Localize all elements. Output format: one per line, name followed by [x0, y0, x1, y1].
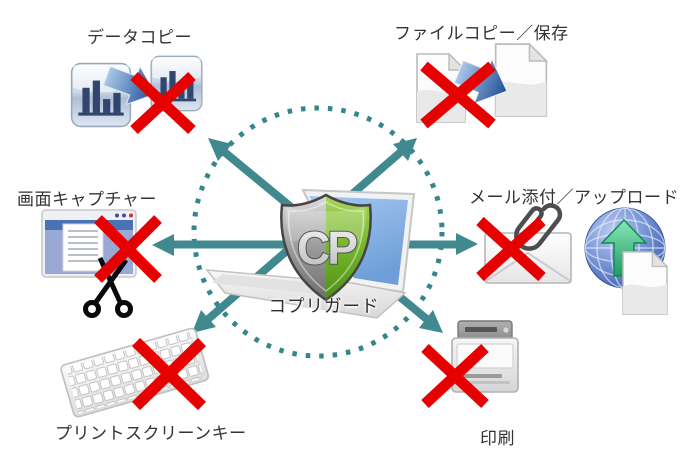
shield-inner-border — [287, 201, 365, 292]
feature-label-print-screen-key: プリントスクリーンキー — [55, 424, 247, 443]
upload-document-icon — [622, 250, 669, 315]
blocked-x-icon-print-screen — [131, 337, 207, 411]
laptop-keyboard-area — [212, 274, 340, 295]
shield-outline — [280, 193, 372, 302]
shield-right-half — [326, 195, 371, 300]
copy-guard-shield-icon: CP — [280, 193, 372, 302]
arrowhead-northwest — [208, 138, 232, 161]
protection-dotted-circle — [191, 105, 445, 359]
arrowhead-northeast — [393, 138, 417, 161]
feature-label-mail-attach-upload: メール添付／アップロード — [469, 188, 679, 207]
shield-gloss — [285, 207, 367, 242]
product-name-label: コプリガード — [268, 296, 380, 316]
shield-left-half — [281, 195, 326, 300]
blocked-x-icon-data-copy — [130, 71, 196, 135]
captured-document — [62, 223, 104, 272]
arrowhead-east — [456, 233, 478, 255]
document-icon-target — [494, 43, 548, 117]
blocked-x-icon-print — [421, 343, 489, 409]
shield-logo-text: CP — [297, 222, 357, 274]
arrowhead-southeast — [419, 310, 443, 333]
arrowhead-southwest — [192, 310, 216, 333]
blocked-x-icon-screen-capture — [94, 215, 162, 283]
feature-label-screen-capture: 画面キャプチャー — [17, 190, 157, 209]
feature-label-data-copy: データコピー — [87, 28, 192, 47]
scissors-icon — [83, 256, 133, 318]
printer-icon — [451, 320, 519, 393]
blocked-x-icon-file-copy — [420, 61, 496, 129]
laptop-trackpad — [296, 300, 340, 310]
arrowhead-west — [152, 234, 174, 256]
feature-label-file-copy-save: ファイルコピー／保存 — [394, 24, 569, 43]
paperclip-icon — [514, 203, 563, 251]
blocked-x-icon-mail — [476, 216, 546, 282]
feature-label-print: 印刷 — [480, 429, 515, 448]
